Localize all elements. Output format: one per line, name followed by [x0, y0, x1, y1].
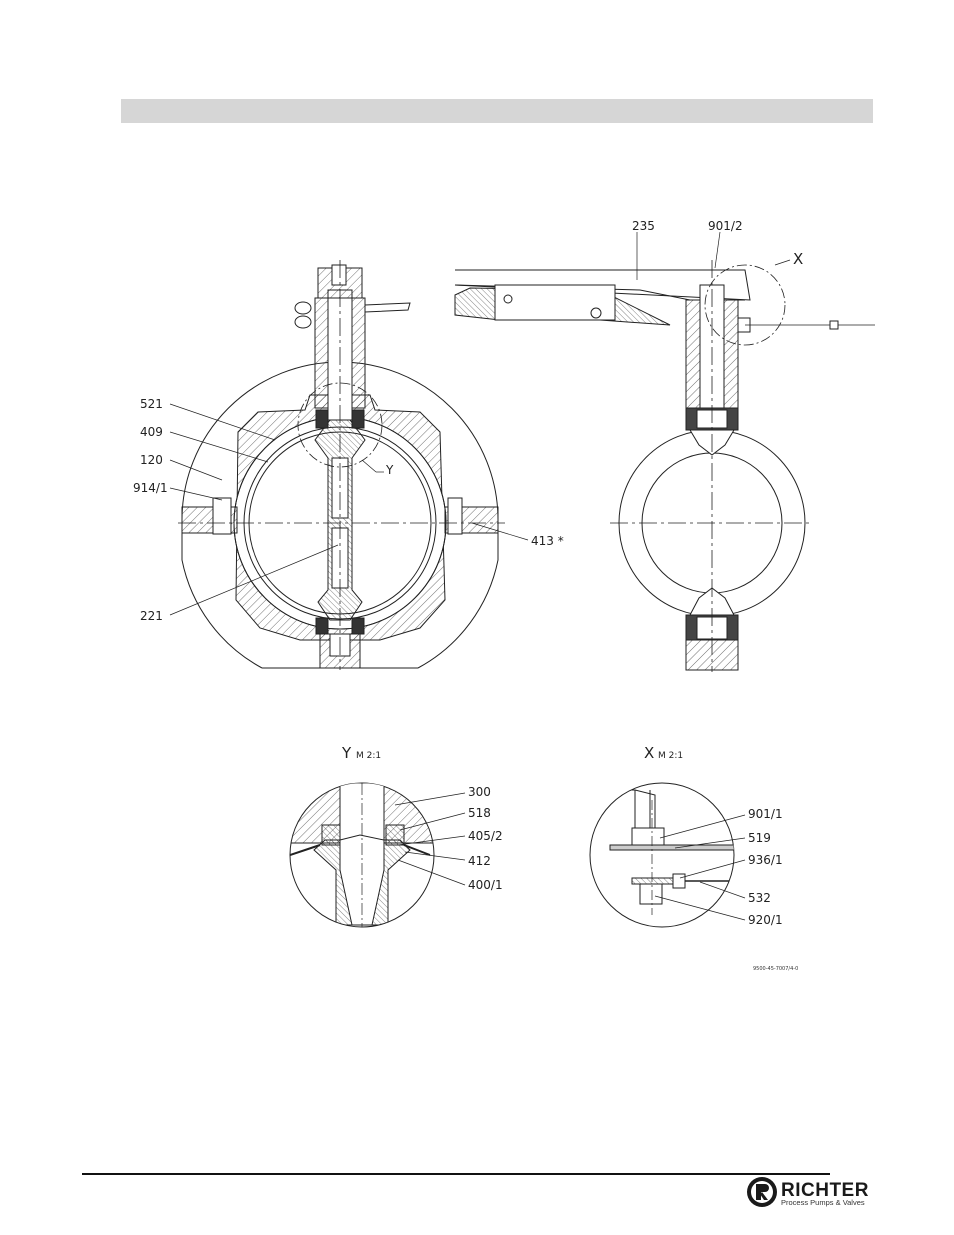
side-view	[455, 232, 875, 672]
label-detail-x-ref: X	[793, 250, 803, 268]
detail-x-title-scale: M 2:1	[658, 751, 683, 761]
detail-y-view	[290, 783, 465, 927]
label-400-1: 400/1	[468, 878, 503, 892]
label-914-1: 914/1	[133, 481, 168, 495]
label-409: 409	[140, 425, 163, 439]
detail-x-labels: X M 2:1 901/1 519 936/1 532 920/1	[644, 744, 783, 927]
label-518: 518	[468, 806, 491, 820]
label-detail-y-ref: Y	[385, 463, 394, 477]
label-221: 221	[140, 609, 163, 623]
label-519: 519	[748, 831, 771, 845]
detail-x-view	[590, 783, 745, 930]
detail-x-title-letter: X	[644, 744, 654, 762]
label-413: 413 *	[531, 534, 564, 548]
label-521: 521	[140, 397, 163, 411]
label-532: 532	[748, 891, 771, 905]
detail-y-title-scale: M 2:1	[356, 751, 381, 761]
label-235: 235	[632, 219, 655, 233]
logo-tagline: Process Pumps & Valves	[781, 1198, 865, 1207]
label-412: 412	[468, 854, 491, 868]
front-view	[170, 260, 528, 670]
label-901-1: 901/1	[748, 807, 783, 821]
label-901-2: 901/2	[708, 219, 743, 233]
label-920-1: 920/1	[748, 913, 783, 927]
label-300: 300	[468, 785, 491, 799]
label-405-2: 405/2	[468, 829, 503, 843]
side-view-labels: 235 901/2 X	[632, 219, 803, 268]
footer-rule	[82, 1173, 830, 1175]
detail-y-title-letter: Y	[341, 744, 352, 762]
label-120: 120	[140, 453, 163, 467]
label-936-1: 936/1	[748, 853, 783, 867]
drawing-number: 9500-45-7007/4-0	[753, 966, 798, 972]
